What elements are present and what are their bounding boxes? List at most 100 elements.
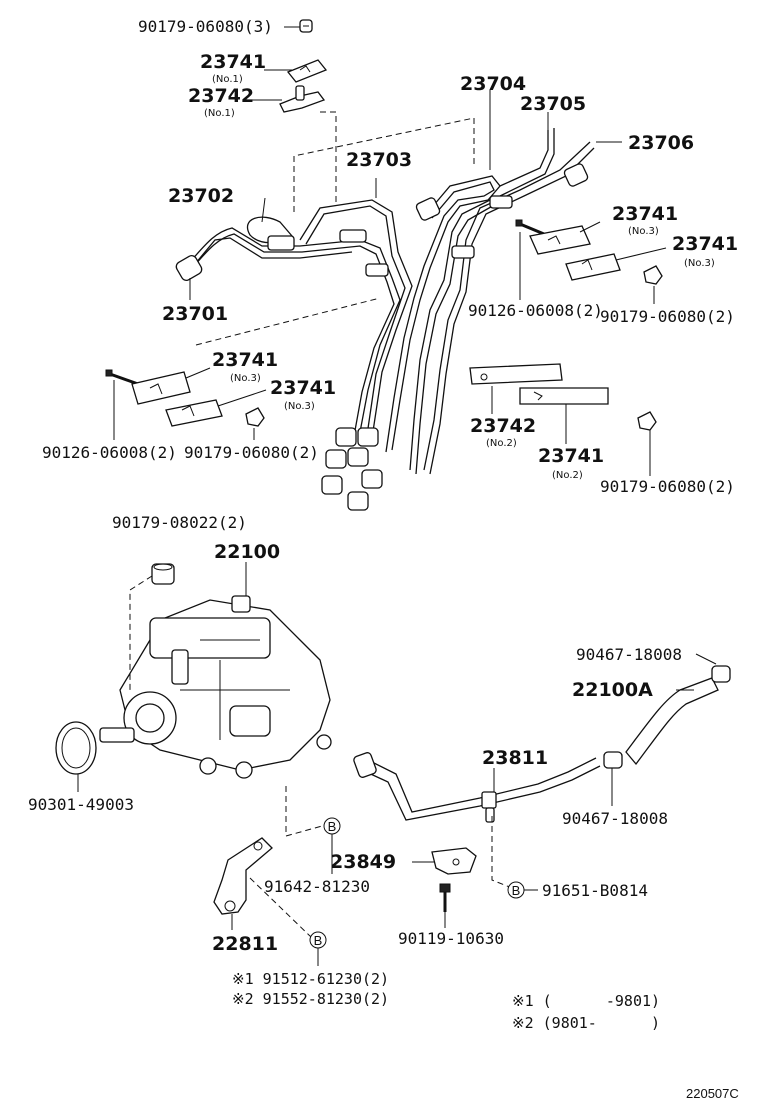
part-number-label: 90126-06008(2) <box>468 301 603 320</box>
clamp-icon <box>519 387 609 405</box>
part-number-label: 23742 <box>188 85 254 107</box>
leader-lines <box>77 90 717 966</box>
pipe-nut <box>415 197 441 221</box>
part-number-label: 23704 <box>460 73 526 95</box>
pipe-nut <box>361 469 383 489</box>
part-number-label: 23705 <box>520 93 586 115</box>
clamp-icon <box>131 371 191 405</box>
part-number-label: 22100A <box>572 679 653 701</box>
part-number-label: 23849 <box>330 851 396 873</box>
nut-icon <box>643 265 663 285</box>
b-marker-icon: B <box>309 931 327 949</box>
illustration-code: 220507C <box>686 1086 739 1101</box>
part-sub-label: (No.2) <box>552 470 583 481</box>
pipe-nut <box>335 427 357 447</box>
clamp-icon <box>469 363 563 385</box>
part-number-label: 90179-08022(2) <box>112 513 247 532</box>
part-number-label: 22811 <box>212 933 278 955</box>
reference-line <box>293 117 475 212</box>
part-sub-label: (No.3) <box>684 258 715 269</box>
pipe-nut <box>321 475 343 495</box>
reference-line <box>320 111 337 206</box>
nut-icon <box>299 19 313 33</box>
pipe-clamp <box>365 263 389 277</box>
clamp-icon <box>279 85 326 113</box>
part-sub-label: (No.2) <box>486 438 517 449</box>
part-number-label: 23741 <box>200 51 266 73</box>
part-number-label: 91651-B0814 <box>542 881 648 900</box>
part-number-label: 23741 <box>612 203 678 225</box>
fuel-pipe <box>353 752 601 823</box>
part-number-label: 90126-06008(2) <box>42 443 177 462</box>
bracket-icon <box>431 847 477 875</box>
part-sub-label: (No.3) <box>284 401 315 412</box>
part-number-label: 23701 <box>162 303 228 325</box>
bolt-icon <box>105 369 139 386</box>
footnote-range-2: ※2 (9801- ) <box>512 1014 660 1032</box>
pipe-clamp <box>339 229 367 243</box>
part-number-label: 90179-06080(2) <box>600 307 735 326</box>
pipe-nut <box>175 255 203 281</box>
bolt-icon <box>439 883 451 912</box>
footnote-part-1: ※1 91512-61230(2) <box>232 970 389 988</box>
part-sub-label: (No.1) <box>204 108 235 119</box>
part-number-label: 90301-49003 <box>28 795 134 814</box>
o-ring-icon <box>55 721 97 775</box>
b-marker-icon: B <box>323 817 341 835</box>
bolt-icon <box>515 219 545 236</box>
pipe-nut <box>563 163 589 187</box>
reference-line <box>285 786 323 837</box>
reference-line <box>491 816 513 889</box>
part-number-label: 90179-06080(2) <box>600 477 735 496</box>
part-number-label: 23703 <box>346 149 412 171</box>
b-marker-label: B <box>314 933 323 948</box>
fuel-hose <box>625 677 719 766</box>
part-number-label: 90179-06080(2) <box>184 443 319 462</box>
part-sub-label: (No.3) <box>628 226 659 237</box>
part-number-label: 23811 <box>482 747 548 769</box>
part-number-label: 23741 <box>672 233 738 255</box>
part-number-label: 22100 <box>214 541 280 563</box>
b-marker-label: B <box>512 883 521 898</box>
pipe-clamp <box>267 235 295 251</box>
part-number-label: 91642-81230 <box>264 877 370 896</box>
part-number-label: 23741 <box>212 349 278 371</box>
pipe-nut <box>347 447 369 467</box>
pipe-nut <box>347 491 369 511</box>
clamp-icon <box>286 59 328 83</box>
nut-icon <box>245 407 265 427</box>
injection-pipe-set <box>175 128 595 511</box>
part-number-label: 90467-18008 <box>576 645 682 664</box>
clamp-icon <box>529 225 591 255</box>
hose-clamp-icon <box>603 665 731 769</box>
b-marker-icon: B <box>507 881 525 899</box>
part-number-label: 23702 <box>168 185 234 207</box>
footnote-range-1: ※1 ( -9801) <box>512 992 660 1010</box>
part-sub-label: (No.3) <box>230 373 261 384</box>
clamp-icon <box>165 399 223 427</box>
part-sub-label: (No.1) <box>212 74 243 85</box>
bracket-icon <box>213 837 273 915</box>
part-number-label: 23706 <box>628 132 694 154</box>
nut-icon <box>151 563 175 585</box>
pipe-clamp <box>489 195 513 209</box>
pipe-nut <box>357 427 379 447</box>
reference-line <box>129 575 153 690</box>
part-number-label: 23741 <box>538 445 604 467</box>
reference-line <box>249 877 313 939</box>
part-number-label: 90179-06080(3) <box>138 17 273 36</box>
part-number-label: 23741 <box>270 377 336 399</box>
clamp-icon <box>565 253 621 281</box>
part-number-label: 90119-10630 <box>398 929 504 948</box>
reference-line <box>195 297 381 346</box>
part-number-label: 23742 <box>470 415 536 437</box>
b-marker-label: B <box>328 819 337 834</box>
part-labels: 90179-06080(3) 23741 (No.1) 23742 (No.1)… <box>28 17 739 1101</box>
pipe-clamp <box>451 245 475 259</box>
pipe-nut <box>325 449 347 469</box>
part-number-label: 90467-18008 <box>562 809 668 828</box>
nut-icon <box>637 411 657 431</box>
injection-pump <box>99 595 332 779</box>
footnote-part-2: ※2 91552-81230(2) <box>232 990 389 1008</box>
